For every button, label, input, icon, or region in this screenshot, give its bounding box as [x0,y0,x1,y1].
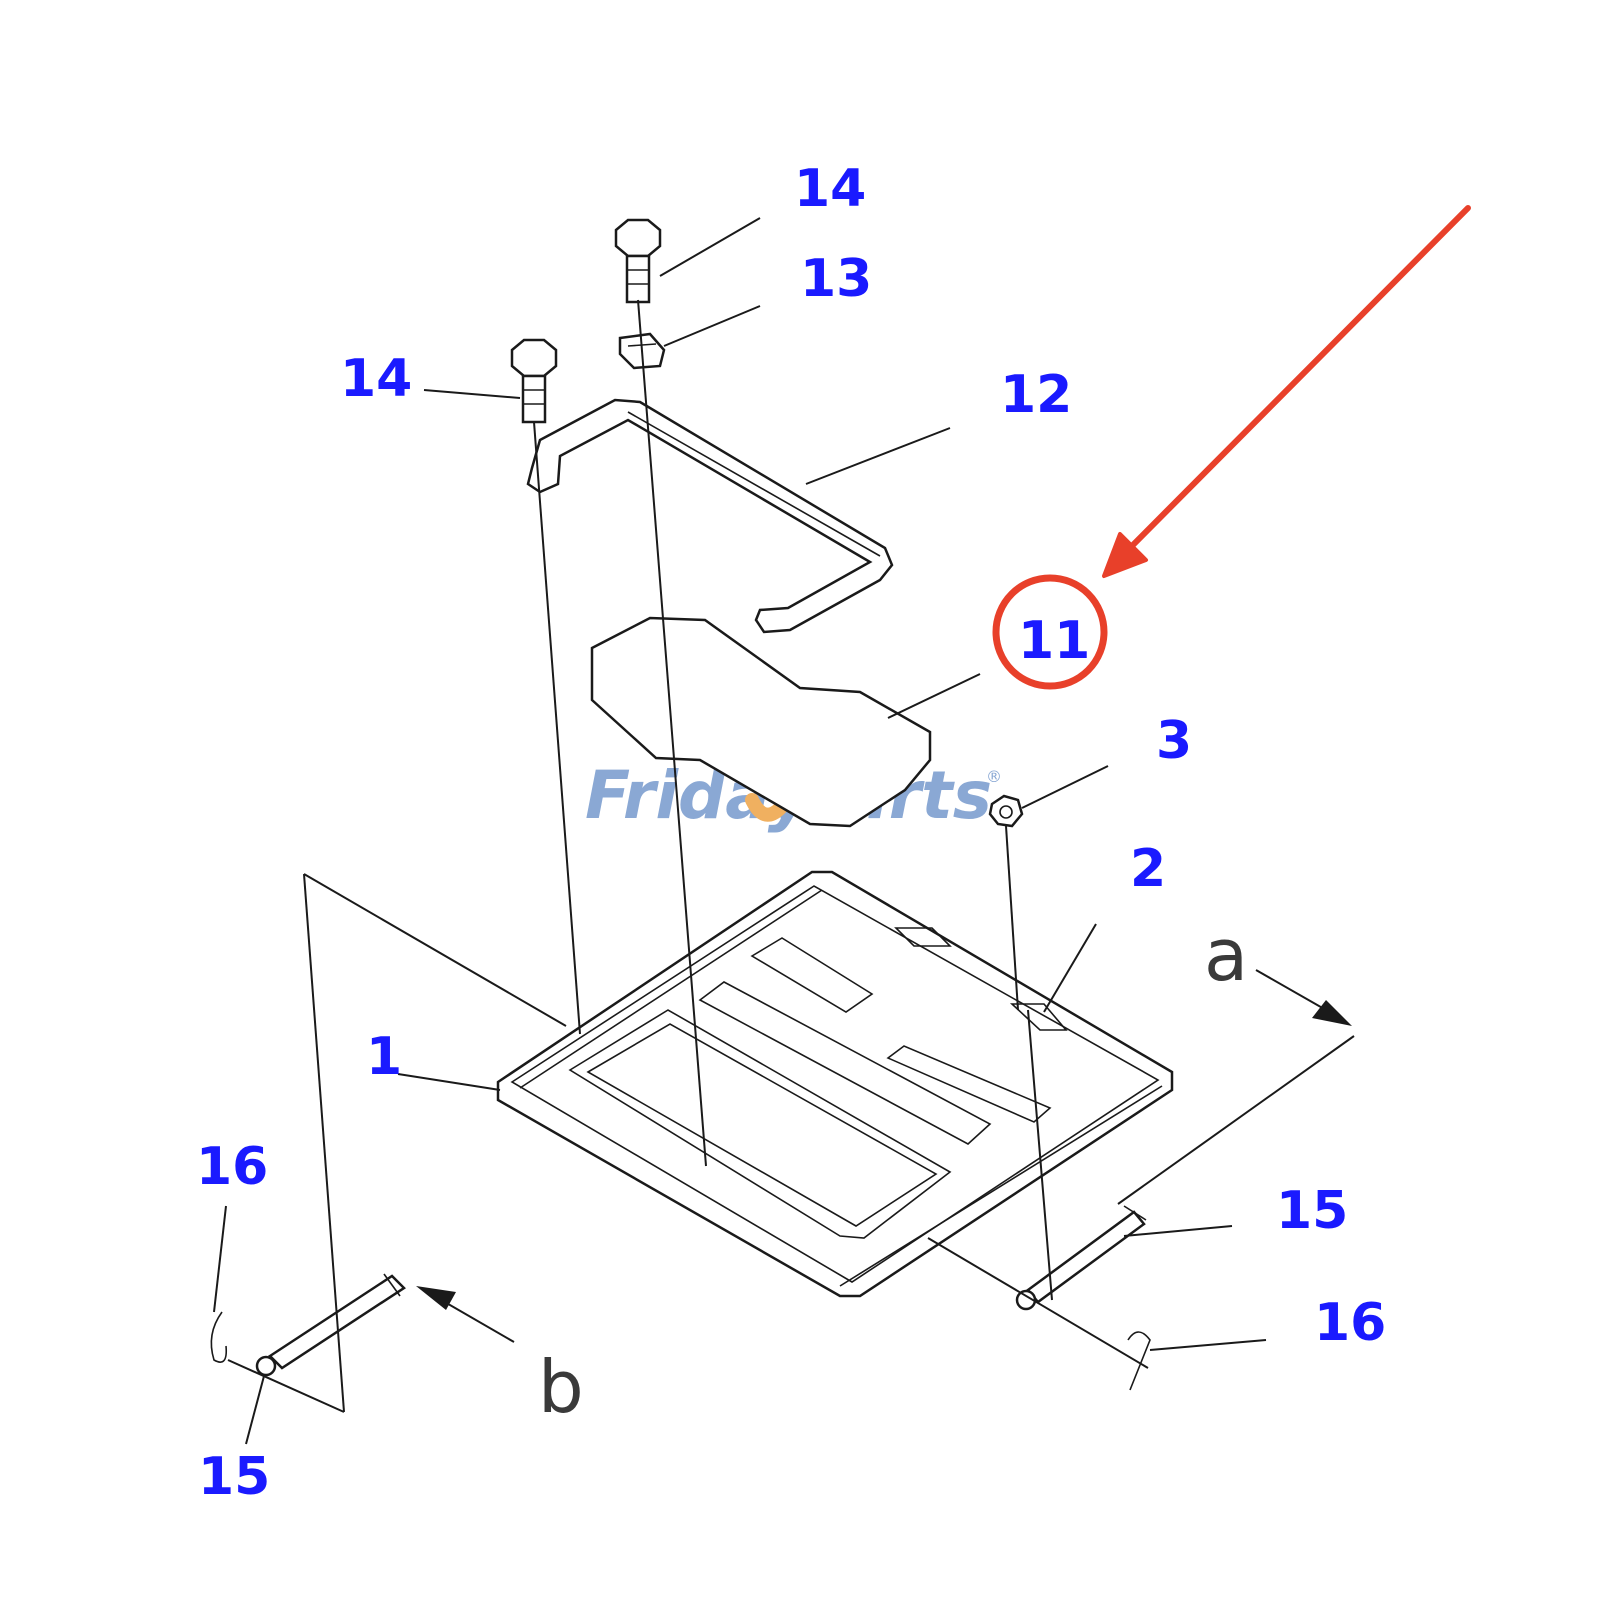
view-arrow-b: b [416,1286,584,1429]
callout-1: 1 [366,1027,402,1087]
callout-16-left: 16 [196,1137,268,1197]
view-arrow-a: a [1204,913,1352,1026]
assembly-lines [227,299,1355,1413]
pin-right-icon [1015,1205,1147,1311]
watermark-registered-mark: ® [986,767,1002,786]
leader-lines [213,217,1267,1445]
highlight-circle-icon [992,574,1108,690]
highlight-arrow-shaft [1113,205,1471,565]
highlight-arrowhead-icon [1102,532,1148,578]
highlight-marker [992,205,1471,690]
callout-14-left: 14 [340,349,412,409]
part-callouts: 14 13 14 12 11 3 2 1 16 15 16 15 [196,159,1386,1507]
callout-12: 12 [1000,365,1072,425]
bolt-left-icon [510,338,558,424]
callout-16-right: 16 [1314,1293,1386,1353]
arrowhead-a-icon [1312,1000,1352,1026]
gasket-pad-icon [590,616,932,828]
callout-2: 2 [1130,839,1166,899]
clip-right-icon [1127,1331,1151,1391]
view-letter-a: a [1204,913,1248,997]
callout-15-right: 15 [1276,1181,1348,1241]
nut-icon [988,794,1024,828]
base-plate-icon [496,870,1174,1298]
callout-14-top: 14 [794,159,866,219]
arrowhead-b-icon [416,1286,456,1310]
view-letter-b: b [538,1345,584,1429]
callout-13: 13 [800,249,872,309]
callout-3: 3 [1156,711,1192,771]
clip-left-icon [210,1311,228,1363]
pin-left-icon [255,1273,406,1377]
clamp-bracket-icon [526,398,894,634]
bolt-top-icon [614,218,662,304]
callout-11: 11 [1018,611,1090,671]
callout-15-left: 15 [198,1447,270,1507]
